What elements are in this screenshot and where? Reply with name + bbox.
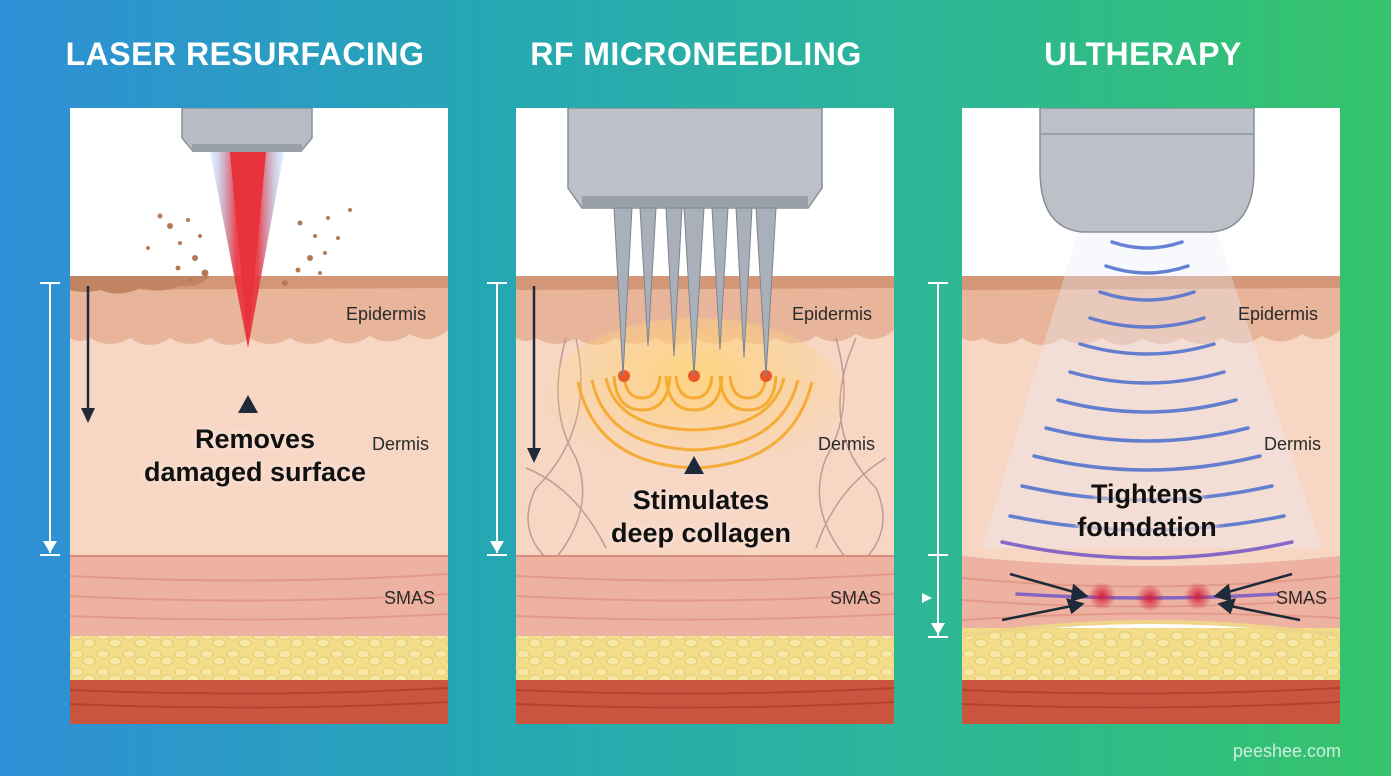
caption-line-2: damaged surface [143, 457, 367, 487]
caption-line-1: Stimulates [632, 485, 770, 515]
depth-ruler-laser [40, 282, 60, 556]
label-epidermis: Epidermis [1238, 304, 1319, 324]
depth-ruler-ultherapy [922, 282, 948, 638]
caption-rf: Stimulates deep collagen [546, 484, 856, 550]
label-epidermis: Epidermis [346, 304, 427, 324]
caption-line-2: deep collagen [610, 518, 792, 548]
label-smas: SMAS [830, 588, 882, 608]
caption-ultherapy: Tightens foundation [992, 478, 1302, 544]
ultherapy-skin-diagram [962, 108, 1340, 724]
footer-watermark: peeshee.com [1232, 741, 1341, 761]
label-dermis: Dermis [818, 434, 875, 454]
label-dermis: Dermis [372, 434, 429, 454]
label-smas: SMAS [1276, 588, 1328, 608]
panel-laser: Epidermis Dermis SMAS Removes damaged su… [70, 108, 448, 724]
depth-ruler-rf [487, 282, 507, 556]
label-dermis: Dermis [1264, 434, 1321, 454]
caption-laser: Removes damaged surface [100, 423, 410, 489]
panel-title-laser: LASER RESURFACING [65, 36, 425, 72]
caption-line-2: foundation [1077, 512, 1217, 542]
caption-line-1: Tightens [1090, 479, 1203, 509]
label-epidermis: Epidermis [792, 304, 873, 324]
panel-ultherapy: Epidermis Dermis SMAS Tightens foundatio… [962, 108, 1340, 724]
caption-line-1: Removes [194, 424, 316, 454]
laser-skin-diagram [70, 108, 448, 724]
label-smas: SMAS [384, 588, 436, 608]
panel-title-rf: RF MICRONEEDLING [530, 36, 862, 72]
panel-rf: Epidermis Dermis SMAS Stimulates deep co… [516, 108, 894, 724]
rf-skin-diagram [516, 108, 894, 724]
panel-title-ultherapy: ULTHERAPY [1044, 36, 1242, 72]
